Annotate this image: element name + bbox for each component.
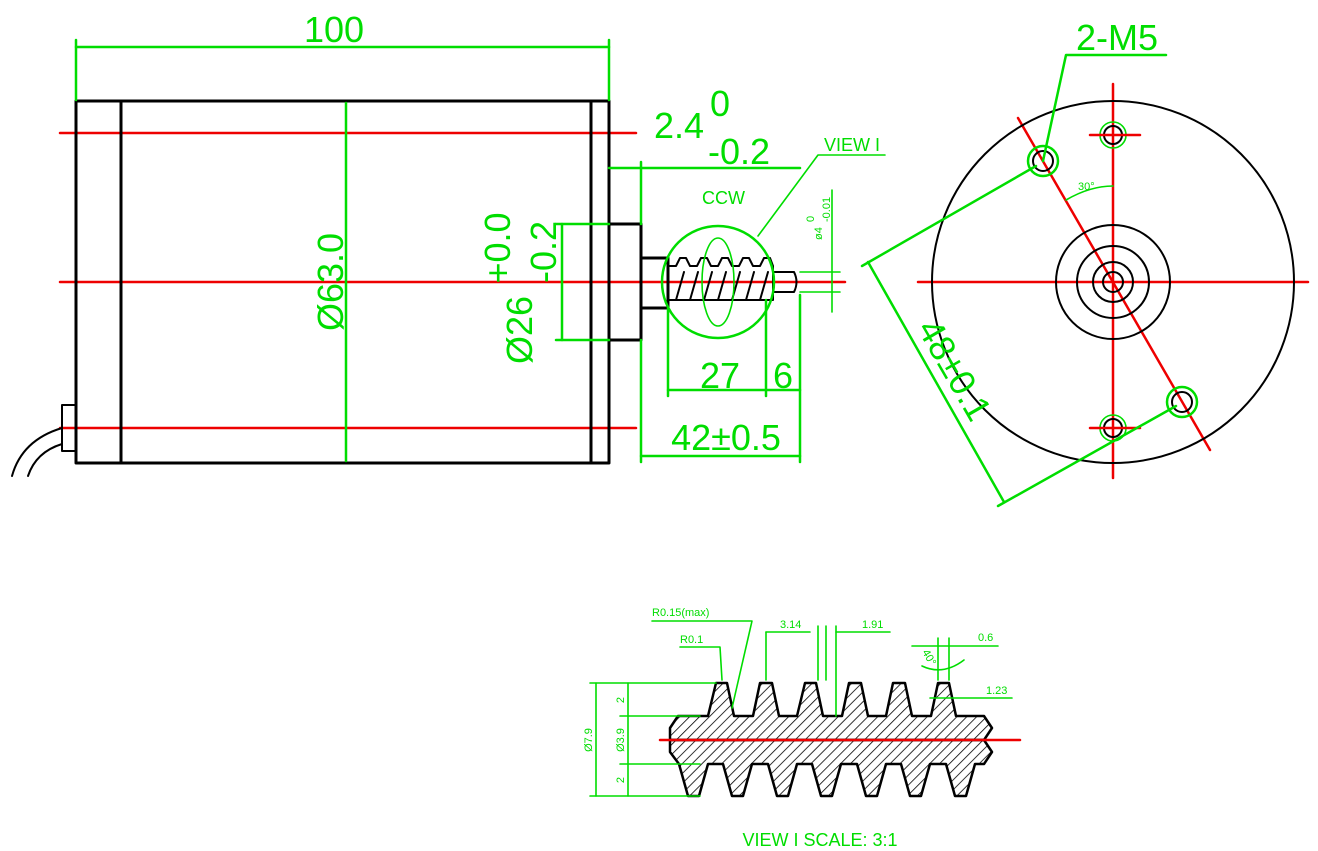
dim-tol-zero: 0 xyxy=(710,83,730,124)
detail-outer-dia-label: Ø7.9 xyxy=(583,728,595,752)
dim-shaft-tol-lower: -0.01 xyxy=(821,197,833,222)
view-leader xyxy=(757,154,886,237)
dim-pilot-tol-lower: -0.2 xyxy=(523,221,564,283)
dim-length-label: 100 xyxy=(304,9,364,50)
r-max-label: R0.15(max) xyxy=(652,607,709,619)
pilot-flange xyxy=(607,222,643,342)
detail-caption: VIEW I SCALE: 3:1 xyxy=(742,830,897,850)
holes-leader xyxy=(1041,53,1168,163)
angle-label: 30° xyxy=(1078,181,1095,193)
detail-circle xyxy=(660,224,776,340)
pitch-label: 3.14 xyxy=(780,619,801,631)
dim-body-dia-label: Ø63.0 xyxy=(310,233,351,331)
end-shaft-outer xyxy=(1092,261,1134,303)
detail-addendum-label: 2 xyxy=(615,697,627,703)
angle-arc xyxy=(1065,185,1114,201)
dim-tip-len-label: 6 xyxy=(773,355,793,396)
rotation-arrow xyxy=(701,237,735,327)
hole-spacing-ext-top xyxy=(860,164,1038,268)
hole-spacing-ext-bot xyxy=(996,404,1178,508)
end-view: 2-M5 30° 48±0.1 xyxy=(860,17,1310,508)
shaft-tip xyxy=(772,271,798,293)
holes-label: 2-M5 xyxy=(1076,17,1158,58)
hole-spacing-label: 48±0.1 xyxy=(910,312,1000,428)
tooth-label: 1.91 xyxy=(862,619,883,631)
cable-wire-2 xyxy=(27,443,63,477)
end-pilot-circle xyxy=(1055,224,1171,340)
mount-hole-2-thread xyxy=(1165,385,1199,419)
detail-worm-lower xyxy=(668,738,994,798)
detail-worm-profile xyxy=(668,681,994,742)
root-label: 1.23 xyxy=(986,685,1007,697)
angle-detail-label: 40° xyxy=(919,648,938,668)
dim-pilot-tol-upper: +0.0 xyxy=(477,212,518,283)
r-min-leader xyxy=(679,646,723,681)
dim-tol-lower: -0.2 xyxy=(708,131,770,172)
detail-root-dia-label: Ø3.9 xyxy=(615,728,627,752)
angle-detail-arc xyxy=(921,659,965,671)
motor-body xyxy=(74,99,611,465)
r-min-label: R0.1 xyxy=(680,634,703,646)
detail-view: Ø7.9 Ø3.9 2 2 R0.15(max) R0.1 3.14 1.91 … xyxy=(583,607,1022,850)
end-outer-circle xyxy=(931,100,1295,464)
worm-thread xyxy=(675,271,769,301)
view-label: VIEW I xyxy=(824,135,880,155)
end-shaft-inner xyxy=(1102,271,1124,293)
dim-worm-len-label: 27 xyxy=(700,355,740,396)
hole-spacing-line xyxy=(866,260,1006,504)
dim-pilot-label: Ø26 xyxy=(499,296,540,364)
cable-wire-1 xyxy=(11,427,63,477)
end-boss-circle xyxy=(1076,245,1150,319)
dim-tol-base: 2.4 xyxy=(654,105,704,146)
land-label: 0.6 xyxy=(978,632,993,644)
mount-hole-2 xyxy=(1171,391,1193,413)
dim-shaft-label: ø4 xyxy=(813,227,825,240)
r-max-leader xyxy=(651,620,753,709)
side-view: 100 Ø63.0 2.4 0 -0.2 VIEW I CCW Ø26 +0.0… xyxy=(11,9,886,477)
dim-total-label: 42±0.5 xyxy=(671,417,781,458)
detail-dedendum-label: 2 xyxy=(615,777,627,783)
mount-hole-1 xyxy=(1032,150,1054,172)
rotation-label: CCW xyxy=(702,188,745,208)
mount-hole-1-thread xyxy=(1026,144,1060,178)
dim-shaft-tol-upper: 0 xyxy=(805,216,817,222)
